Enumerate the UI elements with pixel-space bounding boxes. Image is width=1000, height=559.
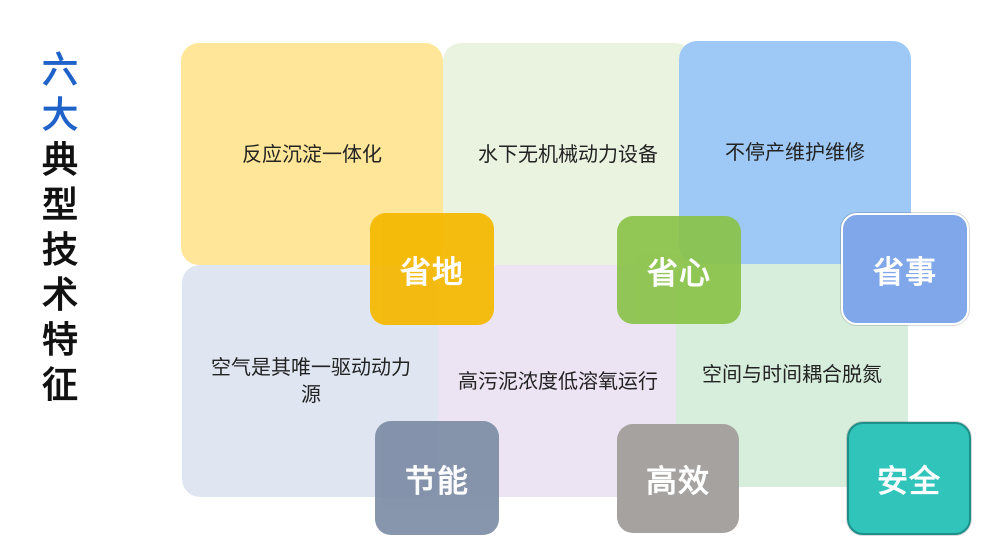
title-char: 技: [41, 230, 78, 271]
feature-tile-text: 反应沉淀一体化: [242, 141, 382, 166]
badge-save-effort: 省事: [841, 213, 969, 325]
title-char: 术: [41, 275, 78, 316]
title-char: 征: [41, 365, 78, 406]
badge-safety: 安全: [847, 422, 971, 535]
badge-save-worry: 省心: [617, 216, 741, 324]
feature-tile-text: 空气是其唯一驱动动力源: [211, 355, 411, 406]
feature-tile-text: 空间与时间耦合脱氮: [702, 362, 882, 386]
badge-energy-saving: 节能: [375, 421, 499, 535]
title-char: 典: [41, 140, 78, 181]
title-char: 型: [41, 185, 78, 226]
badge-label: 安全: [877, 464, 941, 500]
badge-label: 省事: [873, 254, 937, 291]
feature-tile-text: 高污泥浓度低溶氧运行: [458, 368, 658, 393]
badge-save-space: 省地: [370, 213, 494, 325]
vertical-title: 六 大 典 型 技 术 特 征: [34, 48, 86, 408]
badge-label: 省心: [647, 255, 711, 292]
feature-tile-text: 水下无机械动力设备: [478, 141, 658, 166]
badge-label: 省地: [400, 254, 464, 291]
badge-label: 高效: [646, 464, 710, 500]
title-char: 特: [41, 320, 78, 361]
feature-tile-1: 反应沉淀一体化: [181, 43, 443, 265]
title-char: 大: [41, 95, 78, 136]
title-char: 六: [41, 50, 78, 91]
feature-tile-text: 不停产维护维修: [725, 140, 865, 164]
badge-high-efficiency: 高效: [617, 424, 739, 533]
badge-label: 节能: [405, 463, 469, 500]
